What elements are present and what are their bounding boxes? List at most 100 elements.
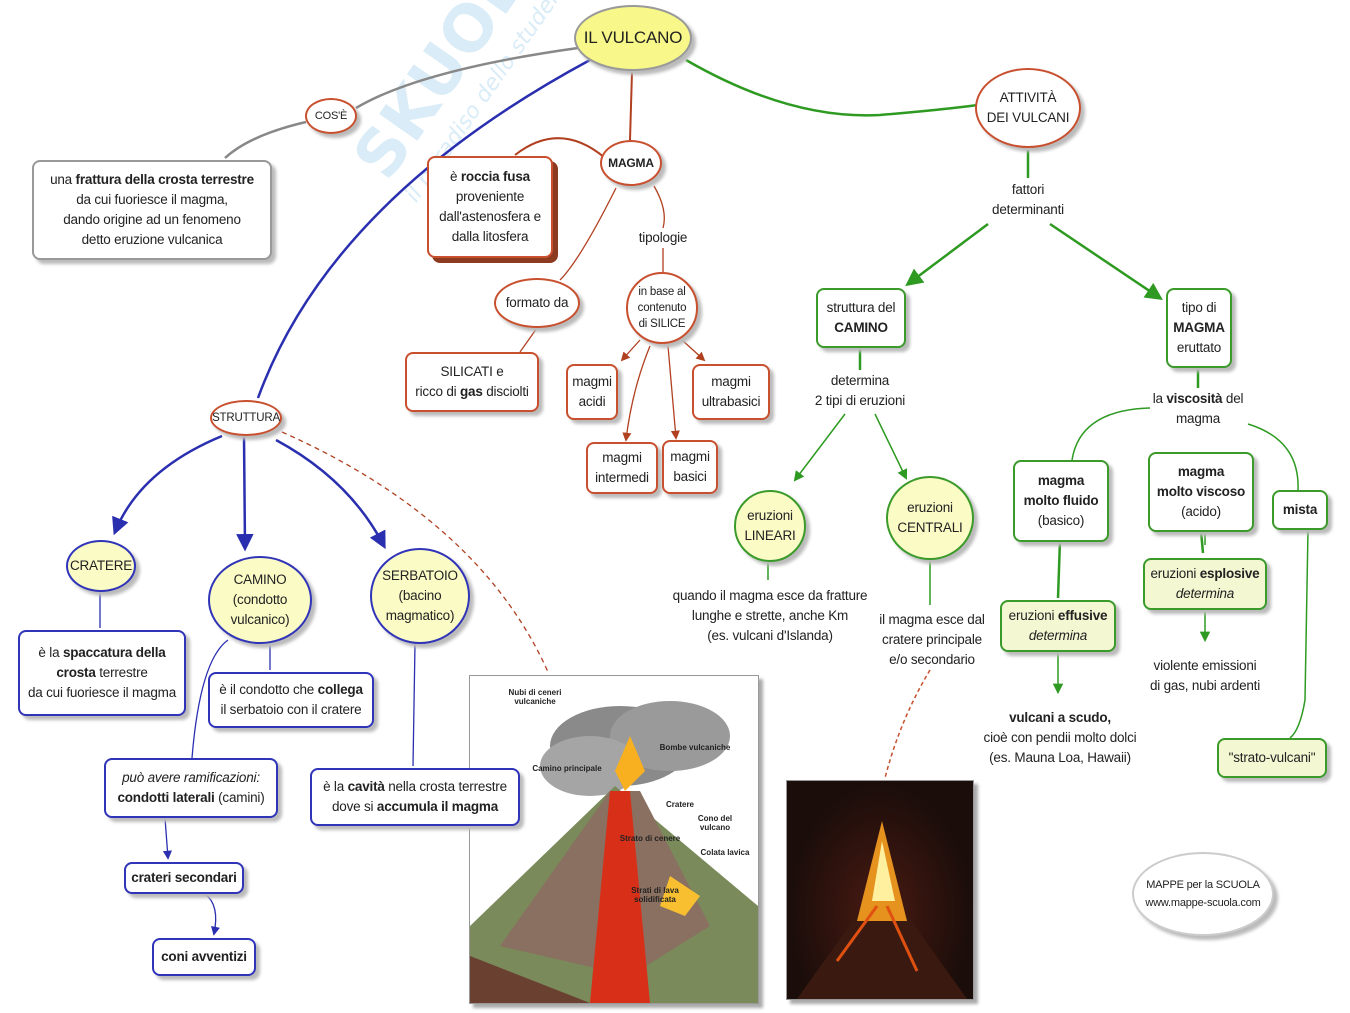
node-text-line: molto viscoso: [1157, 482, 1245, 502]
node-text: vulcani a scudo,: [1009, 710, 1111, 725]
link-formato-da: formato da: [494, 278, 580, 328]
node-text-line: CENTRALI: [897, 518, 962, 538]
node-text: collega: [317, 682, 363, 697]
node-text-line: mista: [1283, 500, 1317, 520]
node-text: viscosità: [1166, 391, 1223, 406]
node-text: esplosive: [1199, 566, 1260, 581]
node-text: CENTRALI: [897, 520, 963, 535]
node-text: è la: [323, 779, 348, 794]
node-text-line: SERBATOIO: [382, 566, 458, 586]
node-text-line: è la spaccatura della: [38, 643, 165, 663]
node-text: ATTIVITÀ: [999, 90, 1057, 105]
node-text: cavità: [347, 779, 385, 794]
node-text: eruzioni: [747, 508, 793, 523]
node-text: frattura della crosta terrestre: [75, 172, 255, 187]
node-text-line: proveniente: [456, 187, 525, 207]
node-text: del: [1222, 391, 1244, 406]
node-text: magmi: [572, 374, 612, 389]
node-text: in base al: [638, 286, 686, 298]
text-vulcani-a-scudo: vulcani a scudo, cioè con pendii molto do…: [970, 706, 1150, 770]
node-text-line: determina: [1029, 626, 1087, 646]
node-mista: mista: [1272, 490, 1328, 530]
node-text: contenuto: [637, 302, 687, 314]
node-text: determina: [1175, 586, 1235, 601]
label-nubi: Nubi di ceneri vulcaniche: [508, 688, 562, 706]
node-text: magma: [1037, 473, 1085, 488]
node-text-line: formato da: [506, 293, 569, 313]
node-text-line: magmi: [602, 448, 642, 468]
node-text: (es. Mauna Loa, Hawaii): [989, 750, 1131, 765]
node-text-line: eruzioni: [907, 498, 953, 518]
node-text-line: CAMINO: [834, 318, 888, 338]
node-text: SILICATI e: [440, 364, 504, 379]
label-camino-principale: Camino principale: [532, 764, 602, 773]
node-text: cioè con pendii molto dolci: [983, 730, 1137, 745]
node-text: magmi: [602, 450, 642, 465]
label-strati-lava: Strati di lava solidificata: [631, 886, 679, 904]
link-cos-e: COS'È: [305, 98, 357, 134]
node-text-line: MAPPE per la SCUOLA: [1146, 876, 1260, 894]
node-text-line: 2 tipi di eruzioni: [815, 391, 905, 411]
node-text-line: STRUTTURA: [212, 408, 280, 428]
node-text-line: in base al: [638, 284, 685, 300]
node-text-line: magma: [1038, 471, 1084, 491]
node-text-line: una frattura della crosta terrestre: [50, 170, 254, 190]
node-text: e/o secondario: [889, 652, 975, 667]
node-text: 2 tipi di eruzioni: [814, 393, 906, 408]
node-text-line: struttura del: [827, 298, 896, 318]
node-text: eruzioni: [907, 500, 953, 515]
silicati-box: SILICATI e ricco di gas disciolti: [405, 352, 539, 412]
node-text: lunghe e strette, anche Km: [691, 608, 849, 623]
node-text-line: la viscosità del: [1153, 389, 1244, 409]
node-struttura: STRUTTURA: [210, 400, 282, 436]
node-text: (camini): [214, 790, 265, 805]
label-colata: Colata lavica: [700, 848, 750, 857]
node-text-line: fattori: [1011, 180, 1045, 200]
node-text: LINEARI: [744, 528, 796, 543]
node-text: magma: [1177, 464, 1225, 479]
node-text: eruzioni: [1008, 608, 1058, 623]
node-text: condotti laterali: [117, 790, 215, 805]
label-cratere: Cratere: [665, 800, 694, 809]
node-text: è: [450, 169, 461, 184]
node-text: eruttato: [1176, 340, 1222, 355]
node-text-line: determina: [1176, 584, 1234, 604]
node-text-line: IL VULCANO: [584, 28, 683, 48]
volcano-cross-section-illustration: [470, 701, 758, 1003]
node-text-line: crosta terrestre: [56, 663, 148, 683]
node-text-line: può avere ramificazioni:: [122, 768, 260, 788]
node-cratere: CRATERE: [66, 540, 136, 592]
node-text: struttura del: [826, 300, 896, 315]
node-text: ricco di: [415, 384, 461, 399]
node-attivita-dei-vulcani: ATTIVITÀ DEI VULCANI: [975, 68, 1081, 148]
node-text: dando origine ad un fenomeno: [63, 212, 241, 227]
node-text: magmi: [711, 374, 751, 389]
node-text-line: di gas, nubi ardenti: [1150, 676, 1260, 696]
node-text: magmi: [670, 449, 710, 464]
node-text-line: ricco di gas disciolti: [415, 382, 529, 402]
node-text: molto viscoso: [1156, 484, 1246, 499]
node-text: STRUTTURA: [212, 412, 280, 424]
node-text: (basico): [1037, 513, 1085, 528]
label-tipologie: tipologie: [625, 228, 701, 248]
node-text-line: violente emissioni: [1154, 656, 1257, 676]
node-text-line: tipo di: [1182, 298, 1217, 318]
node-text: fattori: [1011, 182, 1045, 197]
node-text: nella crosta terrestre: [384, 779, 507, 794]
node-text: (acido): [1181, 504, 1221, 519]
node-text-line: è il condotto che collega: [219, 680, 363, 700]
node-text: (bacino: [398, 588, 442, 603]
node-text: di gas, nubi ardenti: [1149, 678, 1261, 693]
node-text: DEI VULCANI: [986, 110, 1070, 125]
